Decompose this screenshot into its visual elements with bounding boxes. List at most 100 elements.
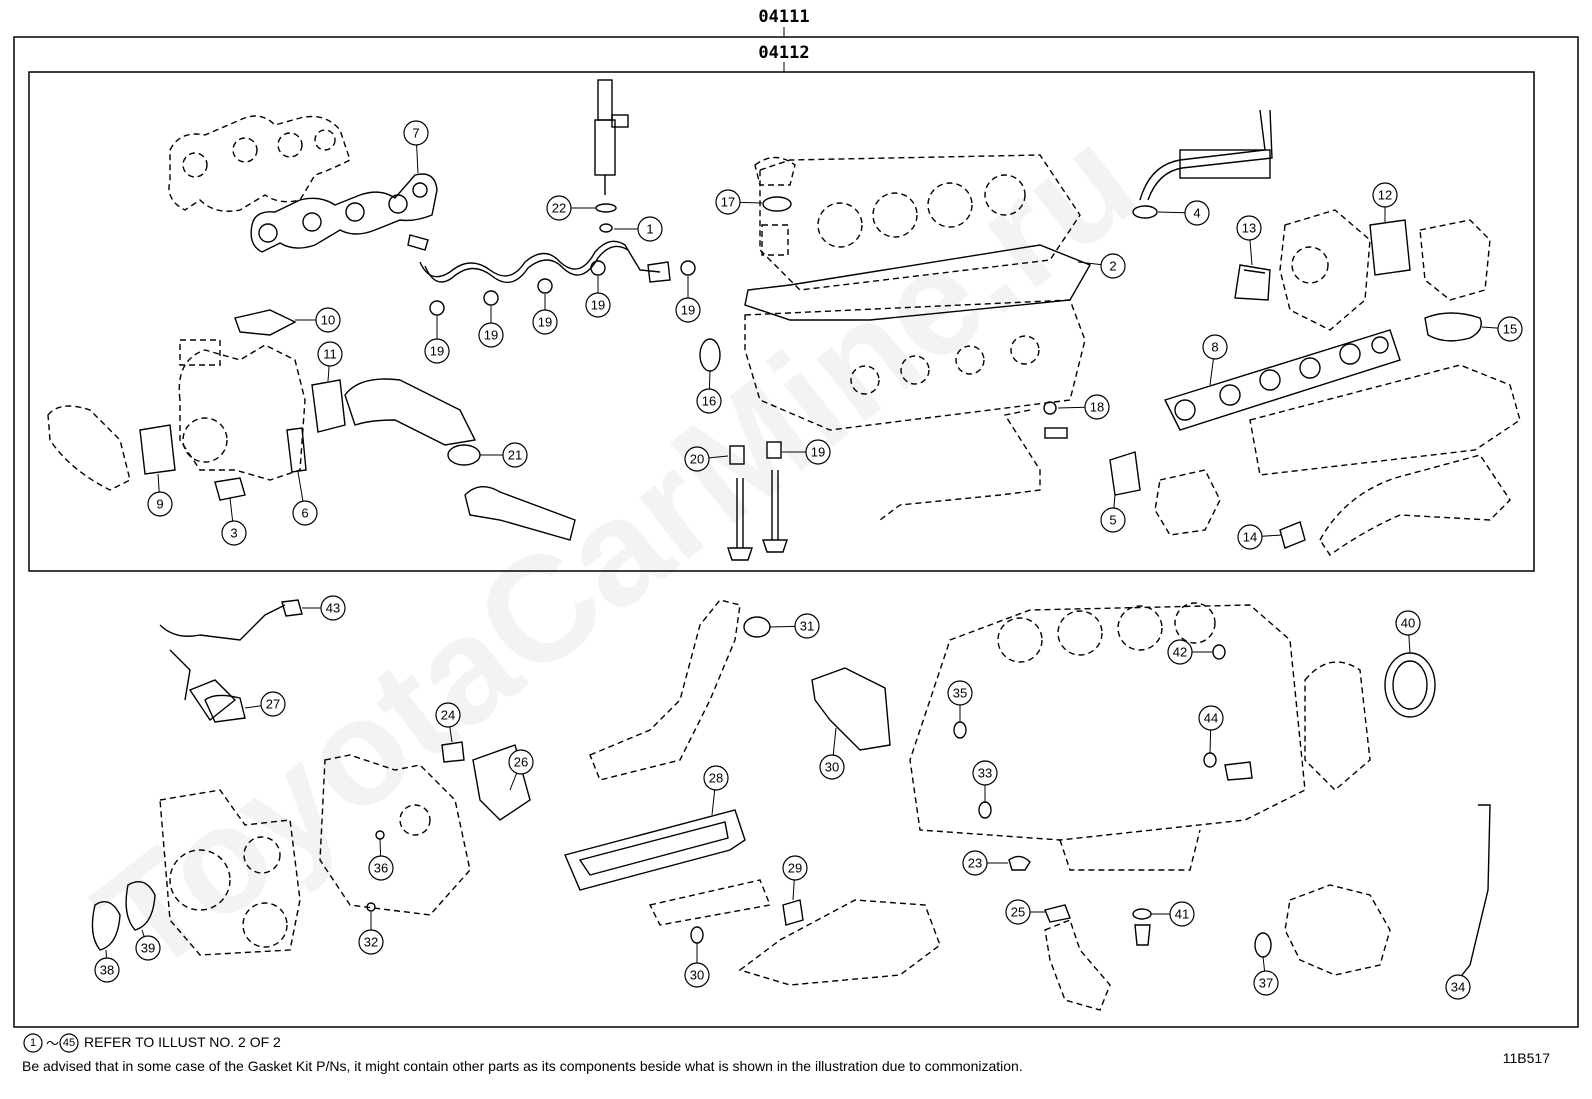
callout-8: 8: [1202, 334, 1228, 386]
callout-9: 9: [147, 473, 173, 517]
outer-kit-frame: [13, 36, 1579, 1028]
gasket-kit-advisory: Be advised that in some case of the Gask…: [22, 1058, 1023, 1074]
callout-number: 1: [646, 222, 653, 237]
egr-cooler: [1419, 219, 1491, 301]
callout-number: 41: [1175, 907, 1189, 922]
callout-number: 14: [1243, 530, 1257, 545]
callout-number: 29: [788, 861, 802, 876]
callout-number: 28: [709, 771, 723, 786]
callout-25: 25: [1005, 899, 1045, 925]
injector-gasket: [599, 223, 613, 233]
intake-manifold: [1249, 364, 1521, 476]
callout-number: 19: [591, 298, 605, 313]
water-outlet-gasket: [1424, 312, 1482, 342]
callout-23: 23: [962, 850, 1008, 876]
callout-number: 36: [374, 861, 388, 876]
callout-number: 5: [1109, 513, 1116, 528]
exhaust-manifold: [168, 115, 351, 212]
oil-strainer: [1044, 919, 1111, 1011]
turbo-oil-gasket: [214, 477, 246, 501]
timing-case: [319, 754, 471, 916]
turbo-oil-return-gasket: [286, 427, 307, 473]
callout-24: 24: [435, 702, 461, 743]
callout-number: 42: [1173, 645, 1187, 660]
callout-36: 36: [368, 838, 394, 881]
callout-19: 19: [424, 316, 450, 364]
turbocharger: [178, 339, 306, 481]
callout-number: 35: [953, 686, 967, 701]
block-gasket-43: [1212, 644, 1226, 660]
fuel-injection-pipes: [407, 234, 671, 284]
callout-4: 4: [1157, 200, 1210, 226]
callout-20: 20: [684, 446, 729, 472]
callout-40: 40: [1395, 610, 1421, 654]
callout-number: 24: [441, 708, 455, 723]
range-note: REFER TO ILLUST NO. 2 OF 2: [84, 1034, 281, 1050]
callout-number: 2: [1109, 259, 1116, 274]
egr-pipe-gasket: [1132, 205, 1158, 219]
oil-cooler: [648, 879, 771, 926]
turbo-inlet-hose: [47, 405, 131, 491]
rear-oil-seal-inner: [1392, 660, 1428, 710]
callout-19: 19: [585, 276, 611, 318]
callout-30: 30: [684, 943, 710, 988]
injection-pipe-clamps: [429, 260, 696, 316]
callout-19: 19: [532, 294, 558, 335]
oil-strainer-gasket: [1044, 904, 1071, 923]
callout-43: 43: [302, 595, 346, 621]
timing-oil-seal-inner: [125, 881, 156, 931]
callout-32: 32: [358, 912, 384, 955]
callout-number: 40: [1401, 616, 1415, 631]
drain-plug-gasket: [1132, 908, 1152, 920]
callout-number: 33: [978, 766, 992, 781]
callout-13: 13: [1236, 215, 1262, 266]
callout-number: 10: [321, 313, 335, 328]
callout-34: 34: [1445, 974, 1471, 1000]
block-o-ring-34: [978, 801, 992, 819]
callout-number: 12: [1378, 188, 1392, 203]
callout-11: 11: [317, 341, 343, 382]
callout-2: 2: [1077, 253, 1126, 279]
cylinder-head-cover: [759, 154, 1081, 291]
callout-number: 6: [301, 506, 308, 521]
valves: [727, 441, 788, 561]
thermostat-housing: [1154, 469, 1221, 536]
callout-12: 12: [1372, 182, 1398, 222]
callout-number: 21: [508, 448, 522, 463]
water-inlet-pipe: [589, 599, 741, 781]
callout-number: 7: [412, 126, 419, 141]
exhaust-manifold-gasket: [250, 173, 438, 253]
o-ring-small-33: [366, 902, 376, 912]
callout-number: 4: [1193, 206, 1200, 221]
oil-pan-drain-plug: [1008, 855, 1031, 871]
callout-14: 14: [1237, 524, 1283, 550]
inner-kit-frame: [28, 71, 1535, 572]
callout-number: 13: [1242, 221, 1256, 236]
callout-31: 31: [769, 613, 820, 639]
water-inlet-seal: [743, 616, 771, 638]
callout-29: 29: [782, 855, 808, 901]
callout-number: 9: [156, 497, 163, 512]
oil-cooler-o-ring-upper: [782, 899, 804, 926]
callout-28: 28: [703, 765, 729, 816]
callout-number: 25: [1011, 905, 1025, 920]
block-o-ring-36: [953, 721, 967, 739]
vacuum-pump-o-ring: [1254, 932, 1272, 958]
cylinder-block: [909, 602, 1306, 871]
oil-cooler-gasket: [564, 809, 746, 891]
exhaust-pipe-gasket: [447, 444, 481, 466]
callout-3: 3: [221, 497, 247, 546]
intake-manifold-gasket: [1164, 329, 1401, 431]
front-cover-gasket: [472, 744, 531, 821]
callout-number: 30: [690, 968, 704, 983]
drain-bolt: [1134, 924, 1151, 946]
callout-number: 44: [1204, 711, 1218, 726]
oil-cooler-fitting: [281, 599, 303, 617]
egr-valve: [1279, 209, 1371, 331]
callout-number: 19: [430, 344, 444, 359]
callout-number: 18: [1090, 400, 1104, 415]
callout-number: 34: [1451, 980, 1465, 995]
callout-17: 17: [715, 189, 763, 215]
oil-cooler-o-ring-lower: [690, 926, 704, 944]
